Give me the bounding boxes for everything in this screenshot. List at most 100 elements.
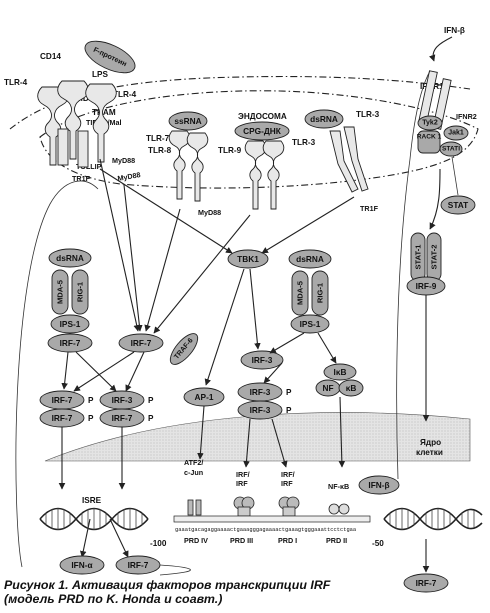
pathway-arrows: [15, 70, 441, 576]
svg-text:dsRNA: dsRNA: [56, 253, 84, 263]
ssrna-node: ssRNA: [168, 111, 208, 131]
endosome-membrane: [39, 90, 479, 189]
ap1-node: AP-1: [183, 387, 225, 407]
svg-text:IPS-1: IPS-1: [60, 319, 81, 329]
svg-text:STAT-1: STAT-1: [414, 244, 423, 270]
svg-text:RACK 1: RACK 1: [417, 134, 442, 141]
tlr3-b-label: TLR-3: [292, 138, 316, 147]
caption-line-2: (модель PRD по K. Honda и соавт.): [4, 592, 223, 606]
svg-text:IRF-7: IRF-7: [52, 395, 73, 405]
irf3-c-node: IRF-3: [237, 382, 283, 402]
nucleus-label-1: Ядро: [420, 438, 441, 447]
irf7-output-left-node: IRF-7: [115, 555, 161, 575]
svg-text:RIG-1: RIG-1: [76, 281, 85, 302]
mda5-mid-pill: MDA-5: [291, 270, 309, 316]
svg-text:IRF-7: IRF-7: [52, 413, 73, 423]
myd88-b-label: MyD88: [117, 170, 141, 183]
mda5-left-pill: MDA-5: [51, 269, 69, 315]
rig1-left-pill: RIG-1: [71, 269, 89, 315]
dsrna-mid-node: dsRNA: [288, 249, 332, 269]
svg-text:RIG-1: RIG-1: [316, 282, 325, 303]
svg-text:IκB: IκB: [334, 367, 347, 377]
irf7-d-node: IRF-7: [39, 408, 85, 428]
dna-helix-left: [39, 507, 149, 531]
caption-line-1: Рисунок 1. Активация факторов транскрипц…: [4, 578, 331, 592]
svg-text:dsRNA: dsRNA: [296, 254, 324, 264]
tlr9-label: TLR-9: [218, 146, 242, 155]
tlr7-8-receptor: [168, 130, 209, 202]
svg-text:TBK1: TBK1: [237, 254, 259, 264]
tlr8-label: TLR-8: [148, 146, 172, 155]
tlr4-receptor-left: [37, 80, 117, 168]
p-irf3-b: P: [148, 396, 154, 405]
svg-text:IRF-9: IRF-9: [416, 281, 437, 291]
svg-text:IRF-3: IRF-3: [252, 355, 273, 365]
svg-text:Jak1: Jak1: [448, 130, 464, 137]
tlr3-receptor: [329, 126, 369, 193]
irf3-b-node: IRF-3: [99, 390, 145, 410]
nf-node: NF: [315, 379, 341, 397]
jak1-node: Jak1: [443, 125, 469, 141]
minus50-label: -50: [372, 539, 384, 548]
tlr4-right-label: TLR-4: [113, 90, 137, 99]
svg-text:IRF-7: IRF-7: [128, 560, 149, 570]
tr1f-right-label: TR1F: [360, 204, 379, 213]
stat2-pill: STAT-2: [426, 232, 442, 282]
svg-text:dsRNA: dsRNA: [310, 114, 338, 124]
irf3-d-node: IRF-3: [237, 400, 283, 420]
tollip-label: TOLLIP: [76, 162, 102, 171]
rig1-mid-pill: RIG-1: [311, 270, 329, 316]
dsrna-top-node: dsRNA: [304, 109, 344, 129]
kb-node: κB: [338, 379, 364, 397]
tbk1-node: TBK1: [227, 249, 269, 269]
f-protein-node: [84, 40, 136, 74]
irf-b1-label: IRF/: [281, 470, 295, 479]
irf-a2-label: IRF: [236, 479, 248, 488]
figure-caption: Рисунок 1. Активация факторов транскрипц…: [4, 578, 486, 606]
irf7-e-node: IRF-7: [99, 408, 145, 428]
tlr9-receptor: [244, 140, 285, 210]
p-irf7-e: P: [148, 414, 154, 423]
p-irf7-c: P: [88, 396, 94, 405]
traf6-node: TRAF-6: [169, 333, 199, 365]
prd2-label: PRD II: [326, 536, 347, 545]
svg-text:IFN-α: IFN-α: [71, 560, 93, 570]
ips1-mid-node: IPS-1: [290, 314, 330, 334]
svg-text:κB: κB: [346, 383, 357, 393]
myd88-a-label: MyD88: [112, 156, 135, 165]
stat-node: STAT: [440, 195, 476, 215]
rack1-node: RACK 1: [417, 130, 442, 154]
prd3-label: PRD III: [230, 536, 253, 545]
prd1-label: PRD I: [278, 536, 297, 545]
stat-i-node: STATI: [439, 141, 463, 157]
svg-text:NF: NF: [322, 383, 333, 393]
svg-text:IRF-7: IRF-7: [60, 338, 81, 348]
svg-text:IRF-3: IRF-3: [250, 405, 271, 415]
ifnb-gene-node: IFN-β: [358, 475, 400, 495]
stat1-pill: STAT-1: [410, 232, 426, 282]
cjun-label: c-Jun: [184, 468, 203, 477]
dsrna-left-node: dsRNA: [48, 248, 92, 268]
ips1-left-node: IPS-1: [50, 314, 90, 334]
svg-text:IFN-β: IFN-β: [368, 480, 389, 490]
endosome-label: ЭНДОСОМА: [238, 112, 287, 121]
nfkb-label: NF-κB: [328, 482, 349, 491]
ifna-output-node: IFN-α: [59, 555, 105, 575]
tlr7-label: TLR-7: [146, 134, 170, 143]
svg-text:IRF-3: IRF-3: [250, 387, 271, 397]
svg-text:IRF-7: IRF-7: [131, 338, 152, 348]
svg-text:Tyk2: Tyk2: [422, 120, 438, 127]
irf9-node: IRF-9: [406, 276, 446, 296]
lps-label: LPS: [92, 70, 108, 79]
ifnr2-label: IFNR2: [456, 112, 477, 121]
p-irf7-d: P: [88, 414, 94, 423]
isre-label: ISRE: [82, 496, 102, 505]
tram-label: TRAM: [92, 108, 116, 117]
svg-text:STAT: STAT: [448, 200, 468, 210]
nucleus-label-2: клетки: [416, 448, 443, 457]
p-irf3-c: P: [286, 388, 292, 397]
svg-text:IPS-1: IPS-1: [300, 319, 321, 329]
promoter-strand: [173, 515, 371, 523]
cd14-label: CD14: [40, 52, 61, 61]
